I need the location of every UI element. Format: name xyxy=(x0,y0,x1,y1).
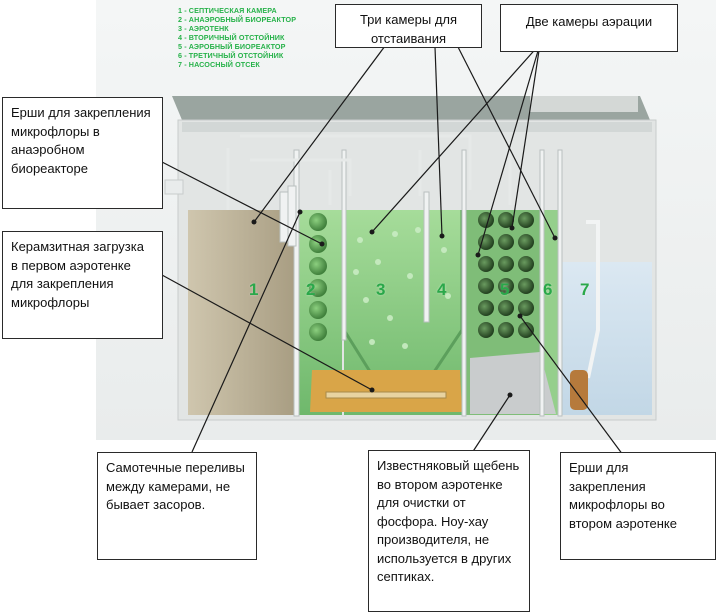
legend-item: 6 - ТРЕТИЧНЫЙ ОТСТОЙНИК xyxy=(178,51,284,60)
legend-item: 1 - СЕПТИЧЕСКАЯ КАМЕРА xyxy=(178,6,277,15)
callout-claydite-load: Керамзитная загрузка в первом аэротенке … xyxy=(2,231,163,339)
callout-limestone-gravel: Известняковый щебень во втором аэротенке… xyxy=(368,450,530,612)
lid-hatch xyxy=(530,96,638,112)
chamber-number-5: 5 xyxy=(500,280,510,299)
pump-pipe xyxy=(586,220,600,379)
tank-top-rail xyxy=(182,122,652,132)
inlet-pipe xyxy=(164,179,184,195)
chamber-number-1: 1 xyxy=(249,280,259,299)
callout-anaerobic-brushes: Ерши для закрепления микрофлоры в анаэро… xyxy=(2,97,163,209)
callout-aerobic-brushes: Ерши для закрепления микрофлоры во второ… xyxy=(560,452,716,560)
chamber-number-3: 3 xyxy=(376,280,386,299)
legend-item: 4 - ВТОРИЧНЫЙ ОТСТОЙНИК xyxy=(178,33,285,42)
partitions xyxy=(279,149,563,417)
chamber-number-4: 4 xyxy=(437,280,447,299)
chamber-number-6: 6 xyxy=(543,280,553,299)
callout-gravity-overflows: Самотечные переливы между камерами, не б… xyxy=(97,452,257,560)
legend-item: 3 - АЭРОТЕНК xyxy=(178,24,229,33)
chamber-1-liquid xyxy=(188,210,296,415)
anaerobic-brushes xyxy=(309,213,327,341)
legend-item: 7 - НАСОСНЫЙ ОТСЕК xyxy=(178,60,260,69)
leader-arrowheads xyxy=(251,209,558,398)
callout-settling-chambers: Три камеры для отстаивания xyxy=(335,4,482,48)
chamber-number-7: 7 xyxy=(580,280,590,299)
leader-lines xyxy=(161,41,624,457)
aerobic-brushes xyxy=(478,212,534,338)
claydite-tray xyxy=(325,391,447,399)
air-pipes xyxy=(226,134,512,210)
legend-item: 2 - АНАЭРОБНЫЙ БИОРЕАКТОР xyxy=(178,15,297,24)
air-bubbles xyxy=(353,227,451,349)
chamber-number-2: 2 xyxy=(306,280,316,299)
callout-aeration-chambers: Две камеры аэрации xyxy=(500,4,678,52)
pump xyxy=(570,370,588,410)
chamber-legend: 1 - СЕПТИЧЕСКАЯ КАМЕРА 2 - АНАЭРОБНЫЙ БИ… xyxy=(178,6,328,69)
legend-item: 5 - АЭРОБНЫЙ БИОРЕАКТОР xyxy=(178,42,286,51)
limestone-gravel xyxy=(470,352,556,414)
claydite-load xyxy=(310,370,462,412)
